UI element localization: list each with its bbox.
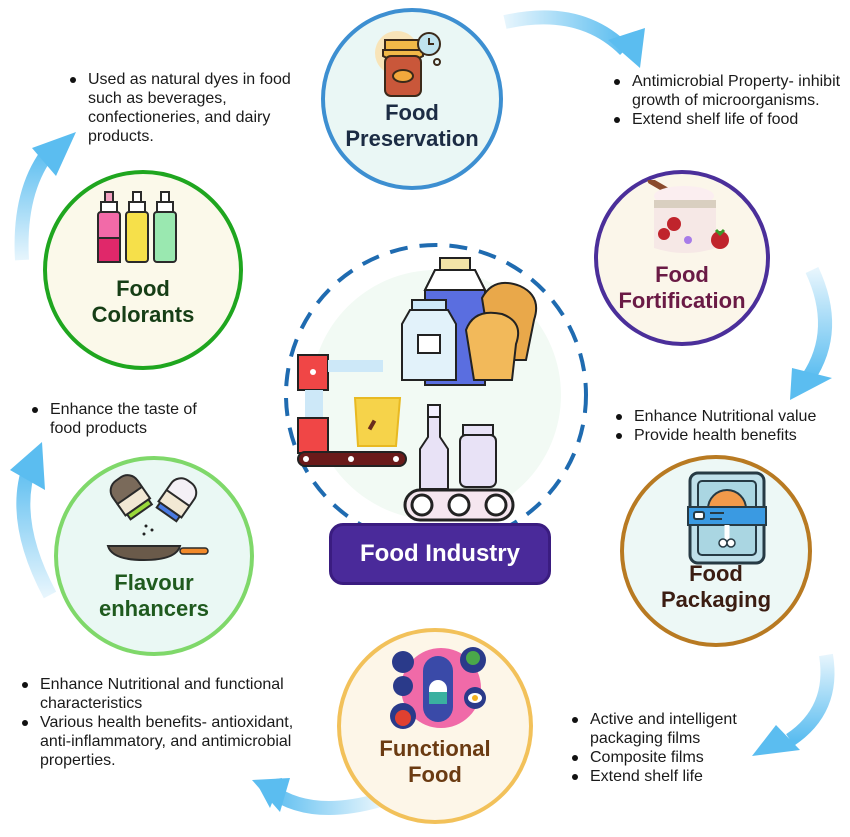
note-item: Enhance Nutritional and functional chara… [18,675,298,713]
capsule-nutrients-icon [390,647,486,729]
node-title: Functional Food [379,736,490,788]
note-item: Extend shelf life [568,767,778,786]
title-line-2: Food [408,762,462,787]
bottles-icon [419,404,497,490]
arrow-flavour-to-colorants [10,442,57,599]
note-item: Used as natural dyes in food such as bev… [66,70,306,146]
node-flavour-enhancers: Flavour enhancers [54,456,254,656]
conveyor-small-icon [297,451,407,467]
title-line-2: Colorants [91,302,195,327]
bread-icon [464,282,538,381]
salt-pepper-pan-icon [106,474,209,562]
node-title: Food Colorants [92,276,195,328]
node-title: Food Preservation [345,100,478,152]
title-line-1: Food [116,276,170,301]
note-item: Active and intelligent packaging films [568,710,778,748]
node-title: Flavour enhancers [99,570,209,622]
jar-clock-icon [375,31,441,97]
title-line-2: Fortification [618,288,746,313]
notes-functional-food: Enhance Nutritional and functional chara… [18,675,298,770]
node-food-colorants: Food Colorants [43,170,243,370]
notes-food-fortification: Enhance Nutritional value Provide health… [612,407,850,445]
note-item: Extend shelf life of food [610,110,850,129]
juice-bag-icon [353,397,402,447]
node-food-packaging: Food Packaging [620,455,812,647]
arrow-colorants-to-preservation [14,132,76,261]
arrow-preservation-to-fortification [503,10,645,68]
robot-arm-icon [297,354,383,454]
notes-food-colorants: Used as natural dyes in food such as bev… [66,70,306,146]
notes-food-packaging: Active and intelligent packaging films C… [568,710,778,786]
note-item: Various health benefits- antioxidant, an… [18,713,298,770]
note-item: Enhance the taste of food products [28,400,218,438]
food-industry-badge: Food Industry [329,523,551,585]
dye-bottles-icon [97,191,177,263]
title-line-1: Food [689,561,743,586]
arrow-fortification-to-packaging [790,267,833,400]
node-functional-food: Functional Food [337,628,533,824]
note-item: Antimicrobial Property- inhibit growth o… [610,72,850,110]
yogurt-jar-icon [647,180,729,253]
jar-icon [401,299,457,381]
note-item: Enhance Nutritional value [612,407,850,426]
note-item: Provide health benefits [612,426,850,445]
node-title: Food Fortification [618,262,745,314]
notes-flavour-enhancers: Enhance the taste of food products [28,400,218,438]
food-package-icon [687,471,767,565]
title-line-1: Food [385,100,439,125]
title-line-2: Preservation [345,126,479,151]
arrow-packaging-to-functional [752,653,835,756]
node-food-preservation: Food Preservation [321,8,503,190]
center-label: Food Industry [360,540,520,567]
title-line-1: Food [655,262,709,287]
node-food-fortification: Food Fortification [594,170,770,346]
note-item: Composite films [568,748,778,767]
title-line-1: Functional [379,736,491,761]
title-line-2: Packaging [660,587,772,612]
node-title: Food Packaging [661,561,771,613]
title-line-2: enhancers [98,596,210,621]
arrow-functional-to-flavour [252,778,382,815]
conveyor-belt-icon [403,488,515,522]
notes-food-preservation: Antimicrobial Property- inhibit growth o… [610,72,850,129]
title-line-1: Flavour [114,570,194,595]
